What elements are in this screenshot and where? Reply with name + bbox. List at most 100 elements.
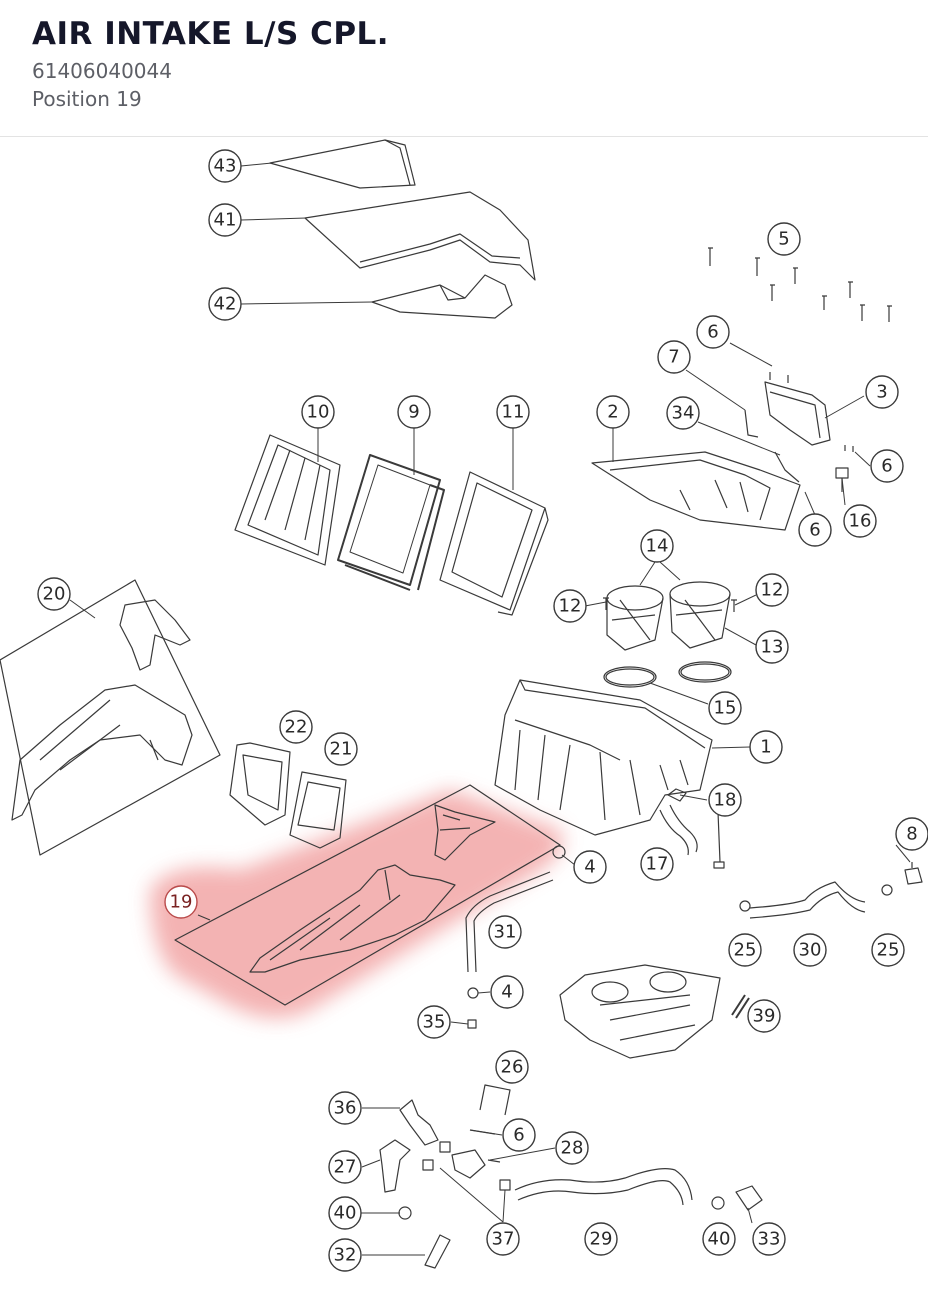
callout-36-circle[interactable] — [328, 1091, 362, 1125]
part-35-plug — [467, 1019, 477, 1029]
callout-12b-label: 12 — [761, 580, 784, 601]
callout-42-label: 42 — [214, 294, 237, 315]
part-33-connector — [735, 1185, 763, 1211]
callout-9-circle[interactable] — [397, 395, 431, 429]
callout-6d-circle[interactable] — [502, 1118, 536, 1152]
part-36-hose — [399, 1099, 439, 1146]
callout-40b-circle[interactable] — [702, 1222, 736, 1256]
callout-13-circle[interactable] — [755, 630, 789, 664]
part-20-duct-kit — [0, 579, 221, 856]
callout-30-circle[interactable] — [793, 933, 827, 967]
part-28-valve — [451, 1149, 501, 1179]
callout-4a-label: 4 — [584, 857, 595, 878]
callout-16-label: 16 — [849, 511, 872, 532]
callout-6c-circle[interactable] — [798, 513, 832, 547]
part-12-screw-b — [731, 599, 737, 612]
callout-5-circle[interactable] — [767, 222, 801, 256]
callout-12b-circle[interactable] — [755, 573, 789, 607]
callout-32-label: 32 — [334, 1245, 357, 1266]
callout-29-circle[interactable] — [584, 1222, 618, 1256]
callout-17-label: 17 — [646, 854, 669, 875]
part-manifold-assembly — [559, 964, 721, 1059]
callout-7-label: 7 — [668, 347, 679, 368]
callout-27-circle[interactable] — [328, 1150, 362, 1184]
callout-22-label: 22 — [285, 717, 308, 738]
callout-26-circle[interactable] — [495, 1050, 529, 1084]
callout-43-circle[interactable] — [208, 149, 242, 183]
callout-12a-circle[interactable] — [553, 589, 587, 623]
callout-15-label: 15 — [714, 698, 737, 719]
callout-17-circle[interactable] — [640, 847, 674, 881]
callout-36-label: 36 — [334, 1098, 357, 1119]
callout-19-circle[interactable] — [164, 885, 198, 919]
callout-1-label: 1 — [760, 737, 771, 758]
callout-28-circle[interactable] — [555, 1131, 589, 1165]
callout-18-label: 18 — [714, 790, 737, 811]
callout-1-circle[interactable] — [749, 730, 783, 764]
callout-6a-circle[interactable] — [696, 315, 730, 349]
part-4-clamp-b — [467, 987, 479, 999]
exploded-parts-diagram: 43 41 42 5 6 7 3 6 10 9 11 2 34 6 16 14 … — [0, 138, 928, 1290]
callout-6d-label: 6 — [513, 1125, 524, 1146]
callout-39-circle[interactable] — [747, 999, 781, 1033]
part-21-intake-boot — [289, 771, 347, 849]
part-39-pin — [731, 994, 750, 1019]
part-11-filter-frame — [439, 471, 549, 616]
callout-13-label: 13 — [761, 637, 784, 658]
callout-3-circle[interactable] — [865, 375, 899, 409]
part-30-hose — [749, 881, 866, 919]
callout-34-circle[interactable] — [666, 396, 700, 430]
callout-4a-circle[interactable] — [573, 850, 607, 884]
callout-32-circle[interactable] — [328, 1238, 362, 1272]
callout-15-circle[interactable] — [708, 691, 742, 725]
callout-18-circle[interactable] — [708, 783, 742, 817]
callout-16-circle[interactable] — [843, 504, 877, 538]
part-37-fittings — [422, 1141, 511, 1191]
part-40-cap — [398, 1206, 412, 1220]
part-9-filter-frame — [337, 454, 445, 591]
part-5-screws — [708, 247, 892, 322]
part-1-airbox — [494, 679, 713, 836]
part-22-intake-boot — [229, 742, 291, 826]
callout-33-label: 33 — [758, 1229, 781, 1250]
callout-37-circle[interactable] — [486, 1222, 520, 1256]
callout-6b-circle[interactable] — [870, 449, 904, 483]
part-18-line — [713, 811, 725, 869]
callout-25a-circle[interactable] — [728, 933, 762, 967]
part-32-bracket — [424, 1234, 451, 1269]
callout-10-label: 10 — [307, 402, 330, 423]
callout-14-circle[interactable] — [640, 529, 674, 563]
callout-7-circle[interactable] — [657, 340, 691, 374]
callout-21-label: 21 — [330, 739, 353, 760]
callout-2-circle[interactable] — [596, 395, 630, 429]
callout-41-label: 41 — [214, 210, 237, 231]
callout-39-label: 39 — [753, 1006, 776, 1027]
callout-22-circle[interactable] — [279, 710, 313, 744]
callout-8-label: 8 — [906, 824, 917, 845]
callout-40a-circle[interactable] — [328, 1196, 362, 1230]
callout-4b-circle[interactable] — [490, 975, 524, 1009]
part-26-bracket — [479, 1084, 511, 1116]
callout-42-circle[interactable] — [208, 287, 242, 321]
callout-25b-circle[interactable] — [871, 933, 905, 967]
part-4-clamp — [552, 845, 566, 859]
part-25-clamp-b — [881, 884, 893, 896]
callout-35-circle[interactable] — [417, 1005, 451, 1039]
callout-10-circle[interactable] — [301, 395, 335, 429]
callout-40a-label: 40 — [334, 1203, 357, 1224]
callout-8-circle[interactable] — [895, 817, 928, 851]
callout-5-label: 5 — [778, 229, 789, 250]
callout-31-label: 31 — [494, 922, 517, 943]
callout-33-circle[interactable] — [752, 1222, 786, 1256]
callout-30-label: 30 — [799, 940, 822, 961]
callout-19-label: 19 — [170, 892, 193, 913]
callout-31-circle[interactable] — [488, 915, 522, 949]
callout-41-circle[interactable] — [208, 203, 242, 237]
callout-20-circle[interactable] — [37, 577, 71, 611]
callout-29-label: 29 — [590, 1229, 613, 1250]
callout-11-circle[interactable] — [496, 395, 530, 429]
part-3-bracket — [764, 372, 831, 446]
callout-21-circle[interactable] — [324, 732, 358, 766]
part-title: AIR INTAKE L/S CPL. — [32, 16, 390, 52]
part-27-hose — [379, 1139, 411, 1193]
